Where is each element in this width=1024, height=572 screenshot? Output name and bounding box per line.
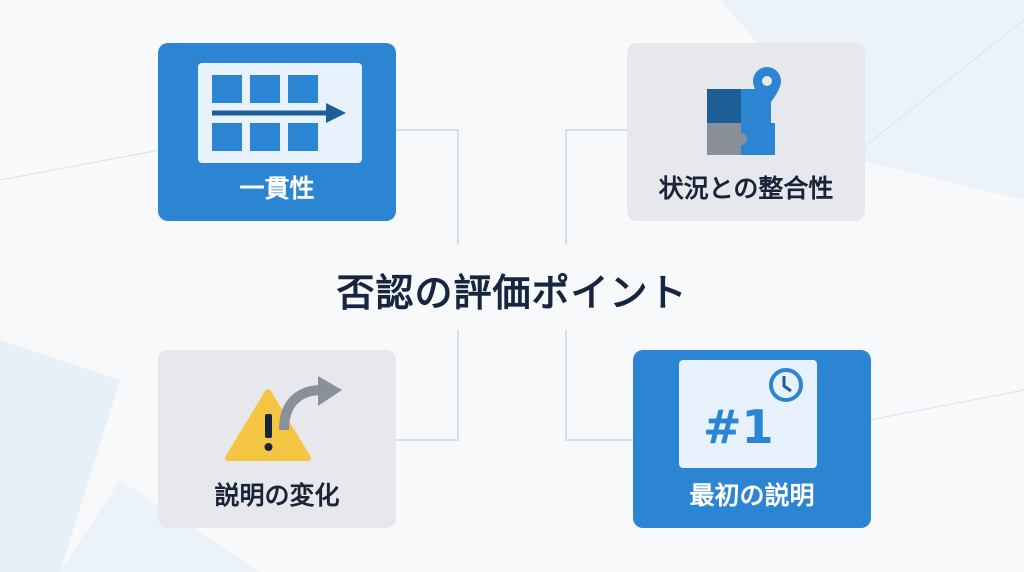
timeline-grid-arrow-icon — [198, 63, 362, 163]
clock-icon — [769, 368, 803, 402]
warning-arrow-icon — [225, 376, 342, 461]
card-first-explanation: #1 最初の説明 — [633, 350, 871, 528]
card-context-consistency: 状況との整合性 — [627, 43, 865, 221]
first-badge: #1 — [703, 400, 774, 454]
connector-lines — [396, 129, 633, 441]
page-title: 否認の評価ポイント — [336, 271, 688, 315]
card-label: 一貫性 — [239, 174, 315, 203]
card-label: 最初の説明 — [689, 481, 815, 510]
puzzle-location-icon — [707, 67, 781, 155]
number-one-clock-icon: #1 — [679, 360, 817, 468]
card-label: 状況との整合性 — [658, 174, 834, 203]
card-consistency: 一貫性 — [158, 43, 396, 221]
card-label: 説明の変化 — [214, 481, 340, 510]
card-explanation-change: 説明の変化 — [158, 350, 396, 528]
